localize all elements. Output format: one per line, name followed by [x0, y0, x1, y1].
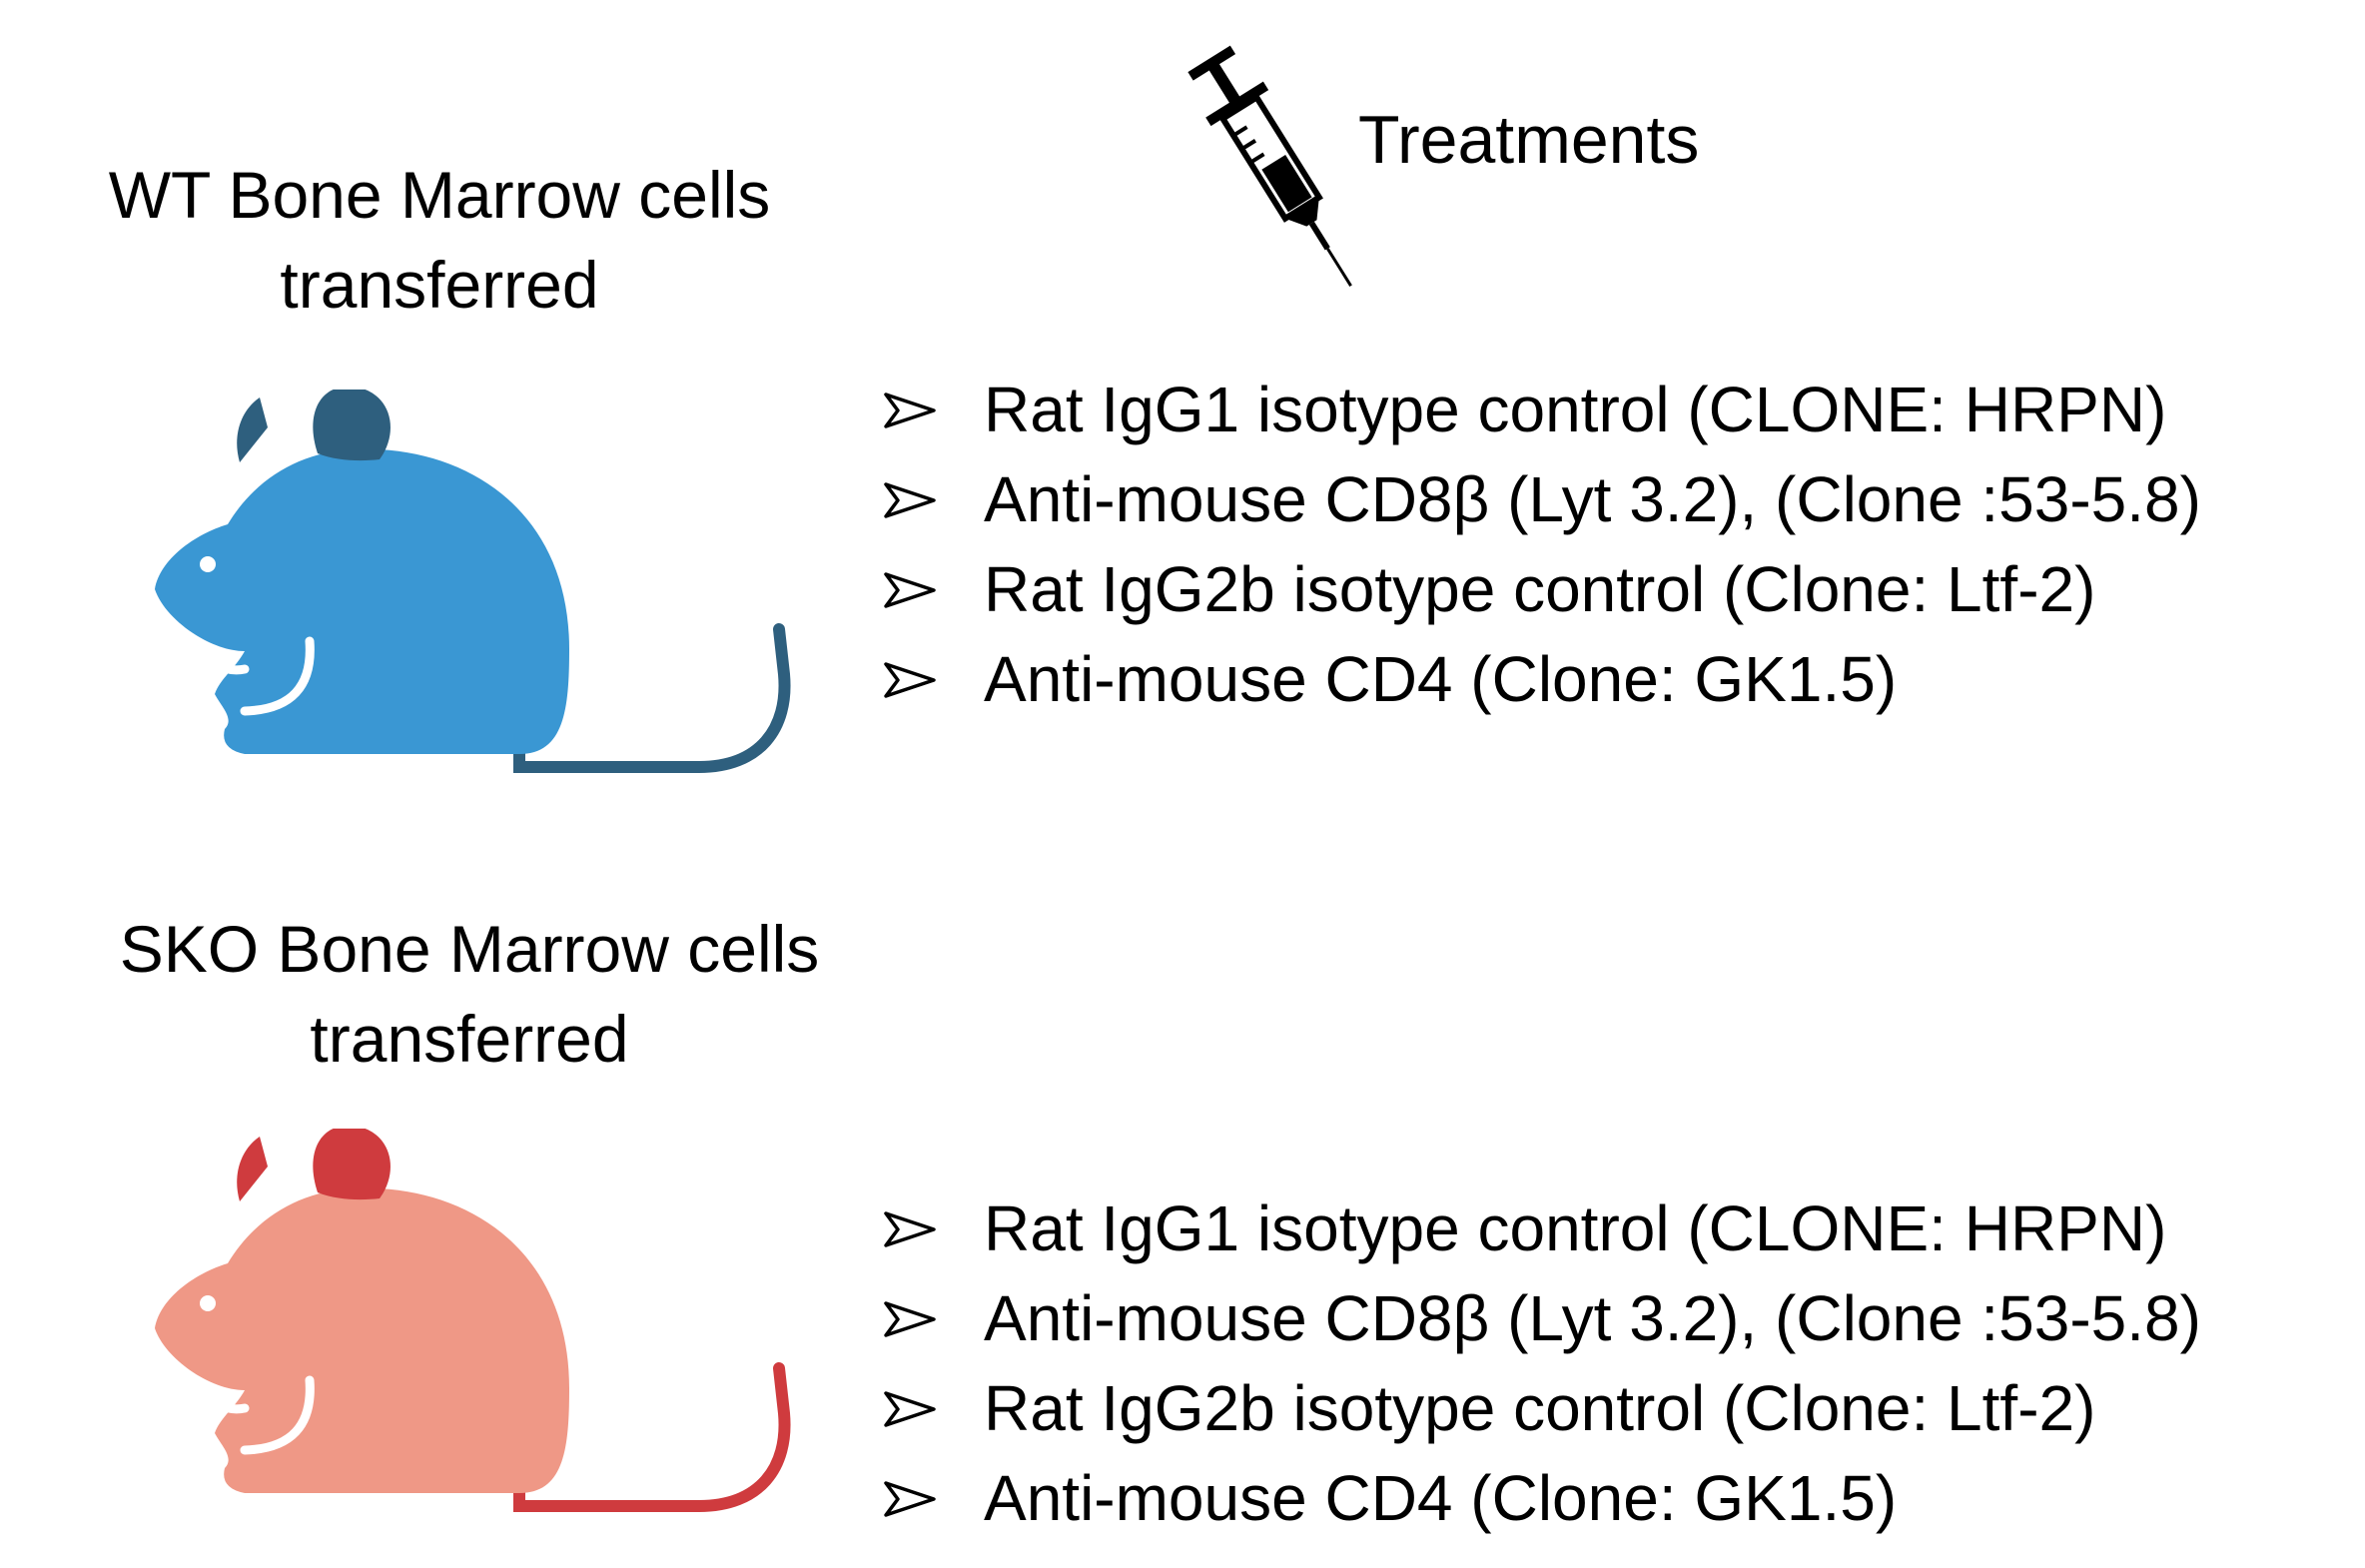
treatment-label: Rat IgG2b isotype control (Clone: Ltf-2)	[984, 1372, 2096, 1444]
arrow-bullet-icon	[884, 482, 936, 518]
sko-mouse-body	[155, 1187, 569, 1493]
arrow-bullet-icon	[884, 1481, 936, 1517]
wt-group-label-line1: WT Bone Marrow cells	[108, 158, 771, 232]
sko-mouse-ear-back	[237, 1137, 268, 1201]
wt-mouse-ear-back	[237, 397, 268, 462]
wt-group-label: WT Bone Marrow cells transferred	[40, 150, 839, 330]
wt-mouse-cheek	[193, 644, 250, 675]
sko-group-label: SKO Bone Marrow cells transferred	[70, 904, 869, 1084]
wt-mouse-eye	[200, 556, 216, 572]
wt-mouse-ear-front	[313, 390, 391, 461]
sko-group-label-line1: SKO Bone Marrow cells	[119, 912, 820, 986]
arrow-bullet-icon	[884, 1301, 936, 1337]
arrow-bullet-icon	[884, 662, 936, 698]
sko-mouse-ear-front	[313, 1129, 391, 1200]
treatments-title: Treatments	[1358, 102, 1700, 178]
treatment-label: Anti-mouse CD4 (Clone: GK1.5)	[984, 1462, 1898, 1534]
treatment-label: Anti-mouse CD8β (Lyt 3.2), (Clone :53-5.…	[984, 463, 2201, 535]
syringe-icon	[1187, 45, 1352, 287]
arrow-bullet-icon	[884, 572, 936, 608]
wt-group-label-line2: transferred	[280, 248, 599, 322]
sko-mouse-paw	[240, 1375, 315, 1455]
sko-mouse-cheek	[193, 1383, 250, 1414]
arrow-bullet-icon	[884, 1211, 936, 1247]
wt-mouse-icon	[155, 390, 791, 773]
wt-mouse-paw	[240, 636, 315, 716]
treatment-label: Anti-mouse CD4 (Clone: GK1.5)	[984, 643, 1898, 715]
sko-mouse-tail	[513, 1362, 791, 1512]
wt-mouse-body	[155, 448, 569, 754]
treatment-label: Rat IgG1 isotype control (CLONE: HRPN)	[984, 374, 2167, 445]
arrow-bullet-icon	[884, 392, 936, 428]
treatment-label: Anti-mouse CD8β (Lyt 3.2), (Clone :53-5.…	[984, 1282, 2201, 1354]
arrow-bullet-icon	[884, 1391, 936, 1427]
sko-group-label-line2: transferred	[310, 1002, 629, 1076]
treatment-label: Rat IgG2b isotype control (Clone: Ltf-2)	[984, 553, 2096, 625]
treatment-label: Rat IgG1 isotype control (CLONE: HRPN)	[984, 1192, 2167, 1264]
wt-mouse-tail	[513, 623, 791, 773]
sko-mouse-eye	[200, 1295, 216, 1311]
sko-mouse-icon	[155, 1129, 791, 1512]
